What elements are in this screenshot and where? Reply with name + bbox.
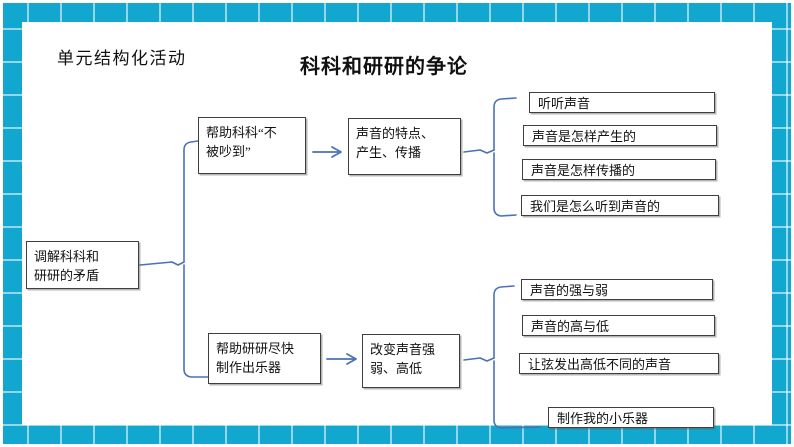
leaf-top-4[interactable]: 我们是怎么听到声音的 <box>521 195 719 216</box>
leaf-bottom-3[interactable]: 让弦发出高低不同的声音 <box>519 353 719 374</box>
node-topic-top-line2: 产生、传播 <box>356 144 422 160</box>
leaf-bottom-2[interactable]: 声音的高与低 <box>522 315 715 336</box>
node-branch-bottom-line1: 帮助研研尽快 <box>216 341 295 356</box>
node-branch-top-label[interactable]: 帮助科科“不 被吵到” <box>198 117 306 174</box>
node-topic-bottom-line2: 弱、高低 <box>370 360 423 376</box>
node-branch-top-line2: 被吵到” <box>206 143 251 159</box>
node-topic-top[interactable]: 声音的特点、 产生、传播 <box>348 118 461 175</box>
node-topic-bottom[interactable]: 改变声音强 弱、高低 <box>362 334 460 388</box>
node-branch-bottom-label[interactable]: 帮助研研尽快 制作出乐器 <box>208 333 321 384</box>
leaf-top-3[interactable]: 声音是怎样传播的 <box>522 159 716 180</box>
node-root-line2: 研研的矛盾 <box>34 267 100 283</box>
node-topic-top-line1: 声音的特点、 <box>356 126 435 141</box>
node-topic-bottom-line1: 改变声音强 <box>370 342 436 357</box>
node-root-line1: 调解科科和 <box>34 249 100 264</box>
node-root[interactable]: 调解科科和 研研的矛盾 <box>26 241 139 289</box>
leaf-top-2[interactable]: 声音是怎样产生的 <box>523 125 717 146</box>
leaf-bottom-4[interactable]: 制作我的小乐器 <box>548 407 714 428</box>
slide-title: 科科和研研的争论 <box>300 56 468 78</box>
leaf-top-1[interactable]: 听听声音 <box>529 92 715 113</box>
node-branch-top-line1: 帮助科科“不 <box>206 125 277 140</box>
node-branch-bottom-line2: 制作出乐器 <box>216 359 282 375</box>
slide-subtitle: 单元结构化活动 <box>57 49 187 68</box>
leaf-bottom-1[interactable]: 声音的强与弱 <box>521 279 713 300</box>
